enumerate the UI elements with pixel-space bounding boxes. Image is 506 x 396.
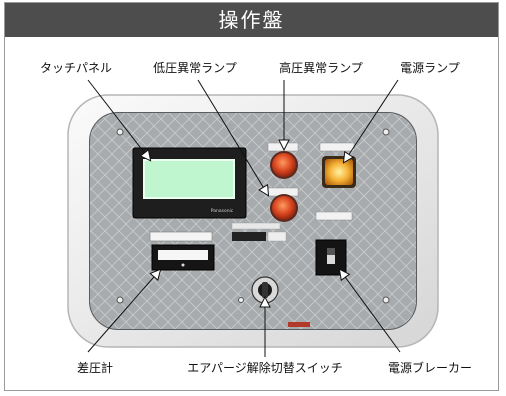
arrow-power-breaker bbox=[340, 270, 401, 353]
gauge-scale bbox=[158, 250, 208, 260]
screw bbox=[382, 296, 390, 304]
gauge-label-plate bbox=[149, 231, 213, 242]
warning-plate bbox=[288, 322, 310, 327]
arrow-touch-panel bbox=[87, 79, 150, 160]
screw bbox=[238, 297, 244, 303]
low-pressure-lamp bbox=[272, 196, 296, 220]
breaker-label-plate bbox=[315, 211, 353, 221]
screw bbox=[116, 296, 124, 304]
label-air-purge-switch: エアパージ解除切替スイッチ bbox=[187, 361, 343, 375]
touch-panel-screen bbox=[143, 159, 235, 199]
label-touch-panel: タッチパネル bbox=[39, 61, 112, 75]
screw bbox=[382, 128, 390, 136]
maker-plate bbox=[232, 232, 266, 241]
high-pressure-lamp bbox=[272, 153, 296, 177]
info-plate bbox=[231, 222, 281, 230]
label-high-pressure-lamp: 高圧異常ランプ bbox=[279, 61, 363, 75]
touch-panel-brand: Panasonic bbox=[211, 208, 234, 214]
label-low-pressure-lamp: 低圧異常ランプ bbox=[153, 61, 237, 75]
lamp-label-plate bbox=[267, 142, 299, 152]
arrow-power-lamp bbox=[344, 79, 399, 162]
arrow-low-pressure-lamp bbox=[197, 79, 268, 195]
page-title: 操作盤 bbox=[5, 3, 498, 37]
label-power-breaker: 電源ブレーカー bbox=[387, 361, 472, 375]
label-power-lamp: 電源ランプ bbox=[400, 61, 460, 75]
lamp-label-plate bbox=[319, 142, 355, 152]
arrow-differential-pressure-gauge bbox=[87, 270, 160, 353]
power-lamp bbox=[325, 159, 353, 185]
screw bbox=[116, 128, 124, 136]
info-plate bbox=[267, 231, 287, 242]
label-differential-pressure-gauge: 差圧計 bbox=[76, 361, 113, 375]
